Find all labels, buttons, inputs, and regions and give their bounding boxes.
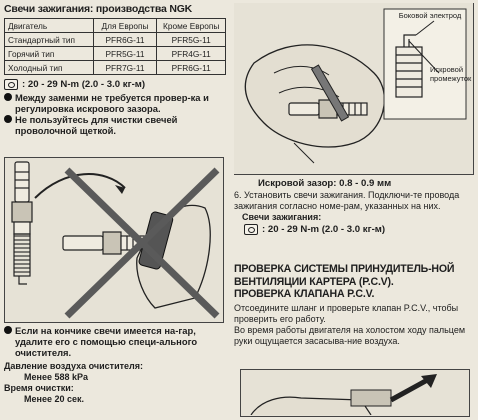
torque-spec: : 20 - 29 N-m (2.0 - 3.0 кг-м) (4, 79, 226, 90)
note-bullet: Если на кончике свечи имеется на-гар, уд… (4, 325, 226, 358)
feeler-gauge-icon (310, 64, 350, 122)
table-cell: PFR4G-11 (156, 46, 226, 61)
spark-plug-drawing (11, 161, 220, 319)
table-cell: PFR7G-11 (92, 60, 158, 75)
table-cell: Горячий тип (4, 46, 94, 61)
torque-value: : 20 - 29 N-m (2.0 - 3.0 кг-м) (262, 224, 386, 235)
bullet-icon (4, 93, 12, 101)
arrow-icon (389, 375, 433, 403)
right-column: Боковой электрод Искровой промежуток Иск… (234, 3, 474, 417)
hand-icon (244, 44, 386, 148)
table-cell: Холодный тип (4, 60, 94, 75)
table-row: Холодный тип PFR7G-11 PFR6G-11 (4, 60, 226, 75)
note-bullet: Между заменми не требуется провер-ка и р… (4, 92, 226, 114)
torque-wrench-icon (244, 224, 258, 235)
no-wire-brush-illustration (4, 157, 224, 323)
step-6-text: 6. Установить свечи зажигания. Подключи-… (234, 190, 460, 211)
electrode-closeup-icon (395, 34, 423, 98)
torque-spec: : 20 - 29 N-m (2.0 - 3.0 кг-м) (234, 224, 474, 235)
pcv-valve-icon (350, 389, 392, 407)
pcv-paragraph-1: Отсоедините шланг и проверьте клапан P.C… (234, 302, 459, 324)
pcv-illustration (240, 369, 470, 417)
note-text: Между заменми не требуется провер-ка и р… (15, 92, 209, 114)
table-header-cell: Двигатель (4, 18, 94, 33)
table-cell: PFR6G-11 (156, 60, 226, 75)
torque-wrench-icon (4, 79, 18, 90)
pcv-valve-heading: ПРОВЕРКА КЛАПАНА P.C.V. (234, 288, 375, 300)
time-value: Менее 20 сек. (24, 394, 84, 404)
gap-check-illustration: Боковой электрод Искровой промежуток (234, 3, 474, 175)
table-cell: PFR6G-11 (92, 32, 158, 47)
table-row: Горячий тип PFR5G-11 PFR4G-11 (4, 46, 226, 61)
bullet-icon (4, 115, 12, 123)
pcv-section: ПРОВЕРКА СИСТЕМЫ ПРИНУДИТЕЛЬ-НОЙ ВЕНТИЛЯ… (234, 263, 474, 347)
side-electrode-label: Боковой электрод (398, 11, 462, 20)
table-cell: PFR5G-11 (156, 32, 226, 47)
note-bullet: Не пользуйтесь для чистки свечей проволо… (4, 114, 226, 136)
curved-arrow-icon (34, 173, 126, 199)
table-header-cell: Для Европы (92, 18, 158, 33)
spark-gap-label: Искровой промежуток (430, 65, 472, 83)
table-header-cell: Кроме Европы (156, 18, 226, 33)
note-text: Не пользуйтесь для чистки свечей проволо… (15, 114, 178, 136)
pressure-label: Давление воздуха очистителя: (4, 361, 143, 371)
feeler-gauge-drawing (244, 8, 467, 164)
bullet-icon (4, 326, 12, 334)
cleaner-specs: Давление воздуха очистителя: Менее 588 k… (4, 361, 226, 405)
spark-plug-table: Двигатель Для Европы Кроме Европы Станда… (4, 18, 226, 75)
hand-icon (250, 396, 372, 416)
left-column: Свечи зажигания: производства NGK Двигат… (4, 3, 226, 417)
horizontal-plug-icon (288, 99, 368, 119)
table-cell: Стандартный тип (4, 32, 94, 47)
pcv-heading: ПРОВЕРКА СИСТЕМЫ ПРИНУДИТЕЛЬ-НОЙ ВЕНТИЛЯ… (234, 263, 455, 288)
time-label: Время очистки: (4, 383, 74, 393)
gap-section: Искровой зазор: 0.8 - 0.9 мм 6. Установи… (234, 178, 474, 235)
gap-spec: Искровой зазор: 0.8 - 0.9 мм (258, 178, 392, 189)
spark-plug-icon (11, 161, 33, 285)
pcv-paragraph-2: Во время работы двигателя на холостом хо… (234, 324, 466, 346)
spark-plug-title: Свечи зажигания: производства NGK (4, 3, 193, 15)
pressure-value: Менее 588 kPa (24, 372, 88, 382)
note-text: Если на кончике свечи имеется на-гар, уд… (15, 325, 198, 358)
table-header-row: Двигатель Для Европы Кроме Европы (4, 18, 226, 33)
table-row: Стандартный тип PFR6G-11 PFR5G-11 (4, 32, 226, 47)
table-cell: PFR5G-11 (92, 46, 158, 61)
pcv-valve-drawing (250, 374, 437, 416)
torque-value: : 20 - 29 N-m (2.0 - 3.0 кг-м) (22, 79, 146, 90)
plugs-label: Свечи зажигания: (242, 212, 322, 222)
